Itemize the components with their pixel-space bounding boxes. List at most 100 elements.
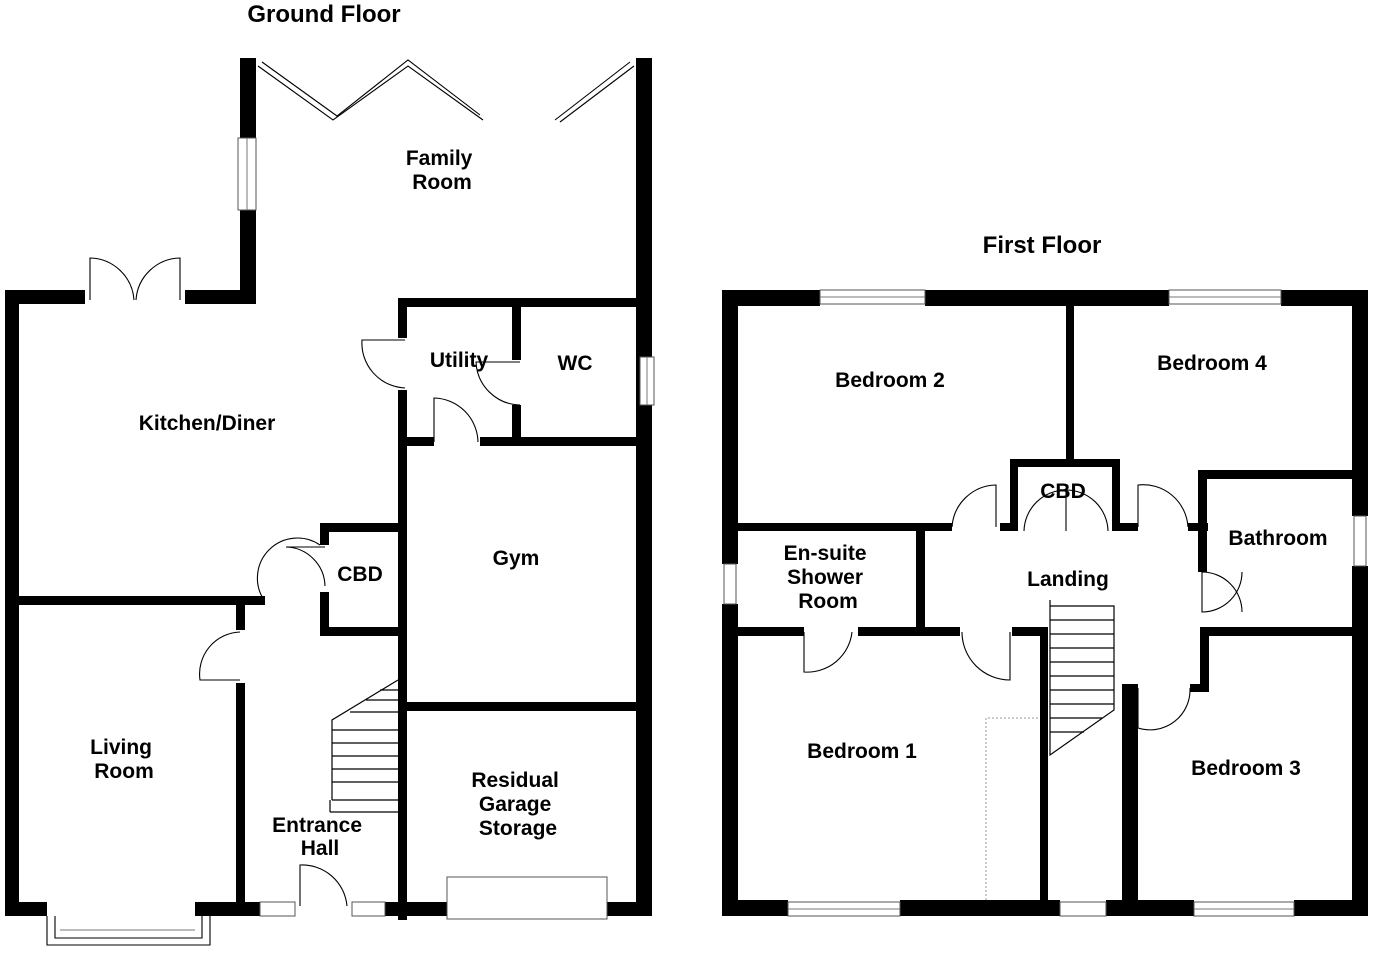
- garage-door: [446, 876, 608, 920]
- wall: [607, 902, 652, 916]
- room-label-utility: Utility: [430, 349, 489, 372]
- bulkhead-outline: [985, 717, 1040, 900]
- wall: [320, 523, 329, 545]
- wall: [1122, 684, 1138, 912]
- ground-floor-title: Ground Floor: [247, 1, 400, 28]
- bay-window: [46, 916, 211, 946]
- door: [256, 537, 321, 601]
- room-label-living-room: Living Room: [90, 736, 158, 783]
- room-label-bedroom-3: Bedroom 3: [1191, 757, 1301, 780]
- door: [361, 339, 406, 389]
- room-label-garage-storage: Residual Garage Storage: [471, 769, 564, 840]
- wall: [185, 290, 256, 304]
- wall: [1352, 290, 1368, 516]
- wall: [1281, 290, 1368, 306]
- wall: [236, 600, 245, 630]
- room-label-bathroom: Bathroom: [1228, 527, 1327, 550]
- wall: [722, 604, 738, 916]
- wall: [512, 298, 521, 360]
- wall: [10, 596, 265, 605]
- window: [723, 563, 737, 605]
- wall: [636, 58, 652, 916]
- door: [961, 631, 1011, 681]
- french-doors: [89, 257, 135, 301]
- wall: [738, 523, 952, 531]
- room-label-kitchen-diner: Kitchen/Diner: [139, 412, 276, 435]
- wall: [5, 290, 85, 304]
- wall: [1010, 459, 1018, 531]
- room-label-family-room: Family Room: [406, 147, 478, 194]
- wall: [195, 902, 260, 916]
- wall: [1198, 470, 1358, 479]
- window: [259, 901, 296, 917]
- door: [285, 546, 326, 587]
- door: [1137, 484, 1189, 528]
- door: [803, 631, 853, 673]
- wall: [1066, 298, 1074, 464]
- wall: [398, 437, 434, 446]
- room-label-bedroom-4: Bedroom 4: [1157, 352, 1267, 375]
- door: [433, 397, 479, 443]
- wall: [858, 627, 960, 636]
- room-label-entrance-hall: Entrance Hall: [272, 814, 368, 860]
- wall: [5, 902, 47, 916]
- door: [1201, 571, 1243, 613]
- door: [475, 361, 521, 406]
- wall: [1200, 627, 1360, 636]
- room-label-bedroom-2: Bedroom 2: [835, 369, 945, 392]
- room-label-wc: WC: [558, 352, 593, 375]
- wall: [398, 298, 646, 307]
- wall: [398, 390, 407, 920]
- ground-floor-plan: Ground Floor: [5, 1, 655, 946]
- wall: [925, 290, 1169, 306]
- wall: [1122, 684, 1138, 692]
- wall: [1012, 627, 1046, 636]
- first-floor-title: First Floor: [983, 232, 1102, 259]
- wall: [1198, 470, 1207, 572]
- cupboard-doors: [1023, 489, 1109, 532]
- wall: [722, 290, 820, 306]
- wall: [385, 902, 447, 916]
- wall: [236, 683, 245, 916]
- wall: [900, 900, 1060, 916]
- wall: [512, 405, 521, 445]
- staircase: [1049, 600, 1115, 757]
- window: [351, 901, 386, 917]
- room-label-gym: Gym: [493, 547, 540, 570]
- wall: [1200, 627, 1209, 689]
- wall: [1294, 900, 1368, 916]
- front-door: [299, 864, 348, 907]
- staircase: [329, 679, 399, 813]
- room-label-ensuite: En-suite Shower Room: [784, 542, 873, 613]
- door: [951, 484, 997, 528]
- wall: [1190, 684, 1209, 692]
- first-floor-plan: First Floor: [722, 232, 1368, 917]
- wall: [398, 702, 646, 711]
- wall: [398, 298, 407, 338]
- room-label-landing: Landing: [1027, 568, 1109, 591]
- door: [199, 631, 241, 681]
- window: [1353, 515, 1367, 567]
- wall: [1000, 523, 1018, 531]
- wall: [722, 290, 738, 564]
- wall: [1112, 459, 1120, 531]
- wall: [480, 437, 646, 446]
- room-label-cbd-ground: CBD: [337, 563, 383, 586]
- wall: [320, 592, 329, 636]
- wall: [320, 627, 406, 636]
- wall: [1352, 566, 1368, 916]
- wall: [1106, 900, 1194, 916]
- wall: [722, 900, 788, 916]
- bifold-doors: [257, 65, 484, 121]
- room-label-bedroom-1: Bedroom 1: [807, 740, 917, 763]
- wall: [1040, 627, 1048, 912]
- wall: [1010, 459, 1120, 467]
- window: [1059, 901, 1107, 917]
- room-label-cbd-first: CBD: [1040, 480, 1086, 503]
- door: [1137, 687, 1191, 731]
- wall: [738, 627, 804, 636]
- wall: [320, 523, 406, 532]
- wall: [1112, 523, 1138, 531]
- wall: [916, 523, 925, 635]
